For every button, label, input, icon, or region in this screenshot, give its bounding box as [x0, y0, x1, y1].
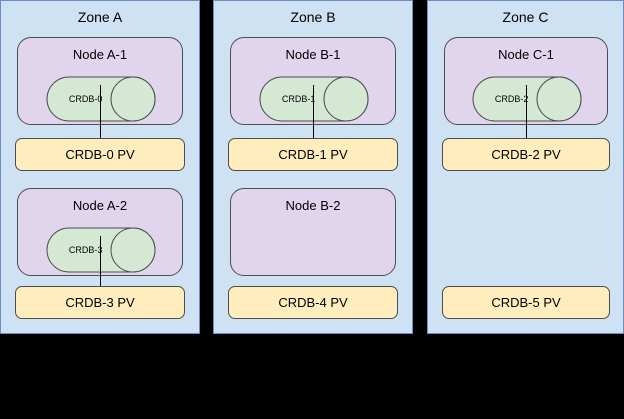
- zone-c[interactable]: Zone C Node C-1 CRDB-2 CRDB-2 PV CRDB-5 …: [427, 0, 624, 334]
- pv-crdb-4[interactable]: CRDB-4 PV: [228, 286, 398, 319]
- crdb-pod-cylinder-crdb-0[interactable]: CRDB-0: [46, 76, 156, 122]
- zone-a-title: Zone A: [77, 9, 123, 25]
- zone-b-title: Zone B: [290, 9, 336, 25]
- node-b-2[interactable]: Node B-2: [230, 188, 396, 276]
- zone-a[interactable]: Zone A Node A-1 CRDB-0 CRDB-0 PV Node A-…: [0, 0, 200, 334]
- connector-crdb-1-to-pv: [313, 85, 314, 138]
- connector-crdb-3-to-pv: [100, 236, 101, 286]
- pv-crdb-2[interactable]: CRDB-2 PV: [442, 138, 610, 171]
- zone-b[interactable]: Zone B Node B-1 CRDB-1 CRDB-1 PV Node B-…: [213, 0, 413, 334]
- pv-crdb-1[interactable]: CRDB-1 PV: [228, 138, 398, 171]
- node-a-1-title: Node A-1: [72, 47, 128, 62]
- pv-crdb-3[interactable]: CRDB-3 PV: [15, 286, 185, 319]
- node-b-1[interactable]: Node B-1 CRDB-1: [230, 37, 396, 125]
- crdb-pod-cylinder-crdb-1[interactable]: CRDB-1: [259, 76, 369, 122]
- pv-crdb-0[interactable]: CRDB-0 PV: [15, 138, 185, 171]
- pv-crdb-5[interactable]: CRDB-5 PV: [442, 286, 610, 319]
- connector-crdb-0-to-pv: [100, 85, 101, 138]
- connector-crdb-2-to-pv: [526, 85, 527, 138]
- node-b-2-title: Node B-2: [285, 198, 341, 213]
- crdb-pod-cylinder-crdb-2[interactable]: CRDB-2: [472, 76, 582, 122]
- zone-c-title: Zone C: [502, 9, 549, 25]
- crdb-pod-cylinder-crdb-3[interactable]: CRDB-3: [46, 227, 156, 273]
- node-c-1-title: Node C-1: [498, 47, 554, 62]
- node-a-2-title: Node A-2: [72, 198, 128, 213]
- node-b-1-title: Node B-1: [285, 47, 341, 62]
